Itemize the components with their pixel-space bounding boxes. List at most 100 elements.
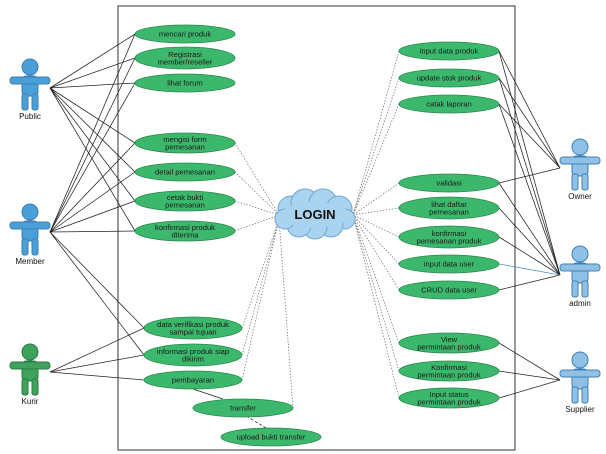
use-case: update stok produk [398, 68, 500, 88]
use-case-label: pemesanan produk [416, 236, 481, 245]
association-line [49, 82, 136, 89]
use-case-ellipse [143, 370, 243, 390]
actor-owner: Owner [559, 138, 601, 201]
use-case: catak laporan [398, 94, 500, 114]
use-case-ellipse [143, 316, 243, 340]
use-case-ellipse [134, 24, 236, 44]
actor-head [571, 138, 589, 156]
use-case-ellipse [398, 280, 500, 300]
login-link [352, 207, 400, 216]
use-case-label: validasi [436, 179, 462, 188]
use-case: pembayaran [143, 370, 243, 390]
login-link [352, 214, 400, 291]
use-case: input data user [398, 254, 500, 274]
use-case-label: lihat forum [167, 79, 202, 88]
use-case-ellipse [398, 360, 500, 382]
use-case-ellipse [398, 332, 500, 354]
use-case-label: upload bukti transfer [237, 433, 306, 442]
actor-label: Kurir [22, 397, 39, 406]
use-case-label: View [441, 335, 458, 344]
use-case-label: permintaan produk [417, 342, 481, 351]
association-line [49, 33, 136, 233]
association-line [49, 231, 145, 356]
actor-head [571, 245, 589, 263]
use-case-ellipse [134, 190, 236, 212]
actor-head [571, 351, 589, 369]
association-line [498, 274, 561, 291]
actor-leg-left [21, 378, 29, 396]
use-case-ellipse [398, 41, 500, 61]
use-case-ellipse [220, 427, 322, 447]
actor-leg-right [581, 280, 589, 298]
actor-head [21, 203, 39, 221]
use-case-label: input data user [424, 260, 475, 269]
use-case-label: pemesanan [165, 142, 205, 151]
association-line [498, 263, 561, 276]
association-line [498, 342, 561, 381]
actor-member: Member [9, 203, 51, 266]
actor-label: admin [569, 299, 591, 308]
login-link [234, 200, 280, 216]
actor-arms [559, 369, 601, 378]
association-line [498, 370, 561, 381]
login-link [352, 103, 400, 216]
login-link [241, 218, 280, 329]
association-line [498, 207, 561, 276]
login-link [278, 218, 294, 409]
use-case: transfer [192, 398, 294, 418]
actor-leg-left [571, 386, 579, 404]
use-case-label: member/reseller [158, 57, 213, 66]
association-line [498, 50, 561, 276]
actor-label: Supplier [565, 405, 595, 414]
use-case-ellipse [134, 73, 236, 93]
use-case-ellipse [398, 68, 500, 88]
association-line [49, 231, 145, 329]
association-line [49, 87, 136, 144]
association-line [498, 236, 561, 276]
use-case: validasi [398, 173, 500, 193]
login-link [234, 171, 280, 216]
use-case-ellipse [398, 225, 500, 249]
login-link [241, 218, 280, 356]
use-case-label: update stok produk [417, 74, 482, 83]
include-line [192, 388, 224, 400]
use-case-label: transfer [230, 404, 256, 413]
login-link [352, 214, 400, 399]
use-case: mencari produk [134, 24, 236, 44]
use-case-label: pembayaran [172, 376, 214, 385]
association-line [49, 142, 136, 233]
use-case-ellipse [134, 162, 236, 182]
association-line [498, 182, 561, 276]
actor-head [21, 343, 39, 361]
login-link [352, 214, 400, 238]
use-case: upload bukti transfer [220, 427, 322, 447]
use-case-ellipse [143, 343, 243, 367]
actor-label: Public [19, 112, 41, 121]
use-case-ellipse [398, 387, 500, 409]
actor-leg-left [21, 93, 29, 111]
association-line [498, 50, 561, 169]
actor-leg-right [581, 386, 589, 404]
association-line [498, 103, 561, 276]
actor-label: Owner [568, 192, 592, 201]
actor-arms [559, 263, 601, 272]
actor-admin: admin [559, 245, 601, 308]
use-case-ellipse [398, 196, 500, 220]
association-line [49, 171, 136, 233]
association-line [49, 371, 145, 381]
login-node: LOGIN [274, 188, 356, 240]
use-case-label: diterima [171, 230, 199, 239]
association-line [498, 77, 561, 169]
use-case-ellipse [134, 132, 236, 154]
use-case-label: cetak bukti [167, 193, 204, 202]
use-case-label: Registrasi [168, 50, 202, 59]
use-case-ellipse [398, 94, 500, 114]
